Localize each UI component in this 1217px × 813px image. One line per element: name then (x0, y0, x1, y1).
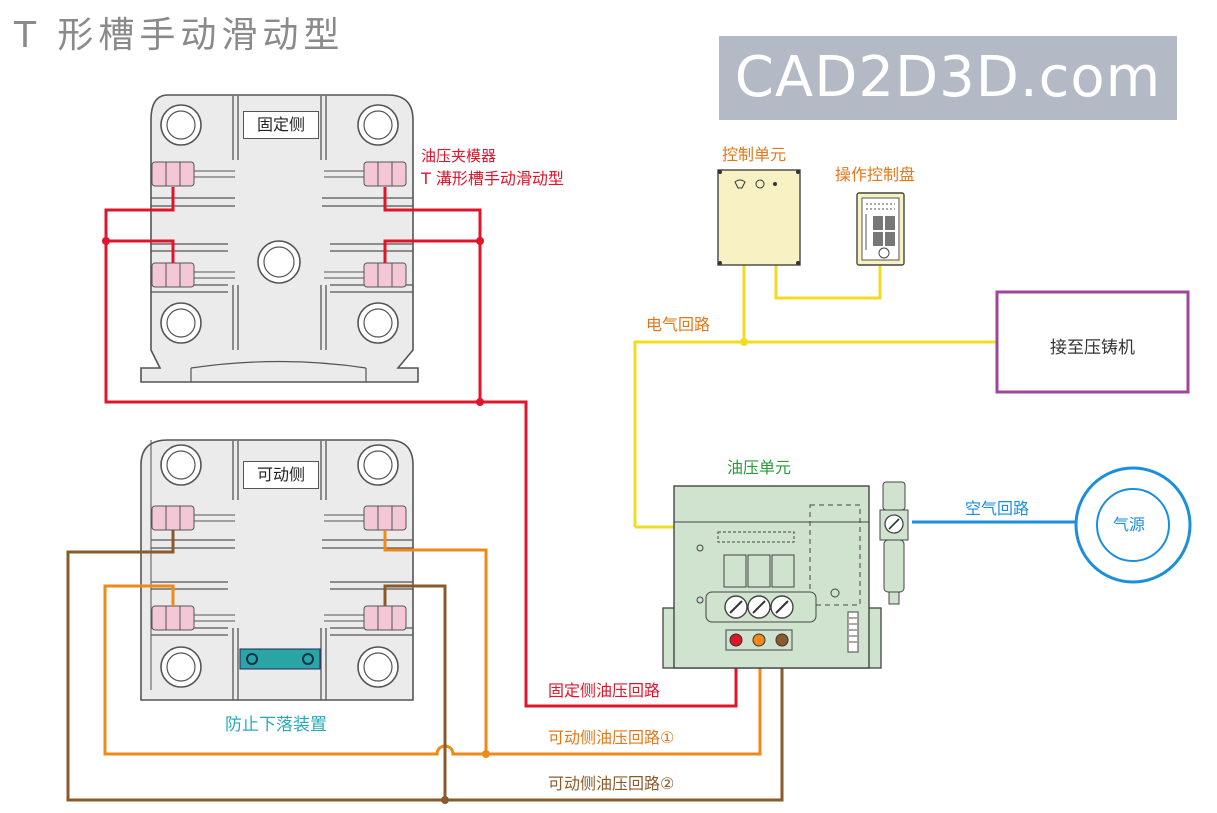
moving-hydraulic-line-1 (103, 530, 762, 756)
page-title: T 形槽手动滑动型 (14, 15, 345, 56)
clamp-label-line1: 油压夹模器 (421, 147, 497, 165)
control-unit-label: 控制单元 (722, 145, 787, 164)
electric-line (633, 265, 997, 529)
operation-panel-label: 操作控制盘 (835, 165, 916, 184)
clamp (151, 161, 235, 187)
moving-side-plate (140, 439, 414, 701)
clamp (324, 262, 407, 288)
clamp-label-line2: T 溝形槽手动滑动型 (421, 169, 564, 188)
electric-circuit-label: 电气回路 (646, 315, 711, 334)
hydraulic-unit-label: 油压单元 (727, 458, 792, 477)
air-circuit-label: 空气回路 (965, 499, 1030, 518)
clamp (324, 161, 407, 187)
clamp (324, 505, 407, 531)
anti-drop-device (239, 648, 321, 670)
moving-hydraulic-circuit-1-label: 可动侧油压回路① (548, 728, 675, 747)
fixed-side-plate (140, 94, 419, 383)
moving-hydraulic-circuit-2-label: 可动侧油压回路② (548, 774, 675, 793)
clamp (151, 505, 235, 531)
fixed-hydraulic-line (104, 187, 738, 708)
die-casting-machine-box (995, 290, 1190, 394)
operation-panel (856, 192, 905, 266)
moving-side-label: 可动侧 (243, 461, 319, 489)
watermark: CAD2D3D.com (719, 36, 1177, 120)
fixed-hydraulic-circuit-label: 固定侧油压回路 (548, 681, 661, 700)
die-casting-machine-label: 接至压铸机 (1050, 338, 1135, 358)
air-source (1074, 466, 1192, 584)
hydraulic-unit (662, 481, 909, 669)
fixed-side-label: 固定侧 (243, 111, 319, 139)
moving-hydraulic-line-2 (66, 530, 784, 802)
air-source-label: 气源 (1113, 515, 1146, 534)
anti-drop-device-label: 防止下落装置 (225, 715, 327, 735)
control-unit (717, 169, 801, 266)
